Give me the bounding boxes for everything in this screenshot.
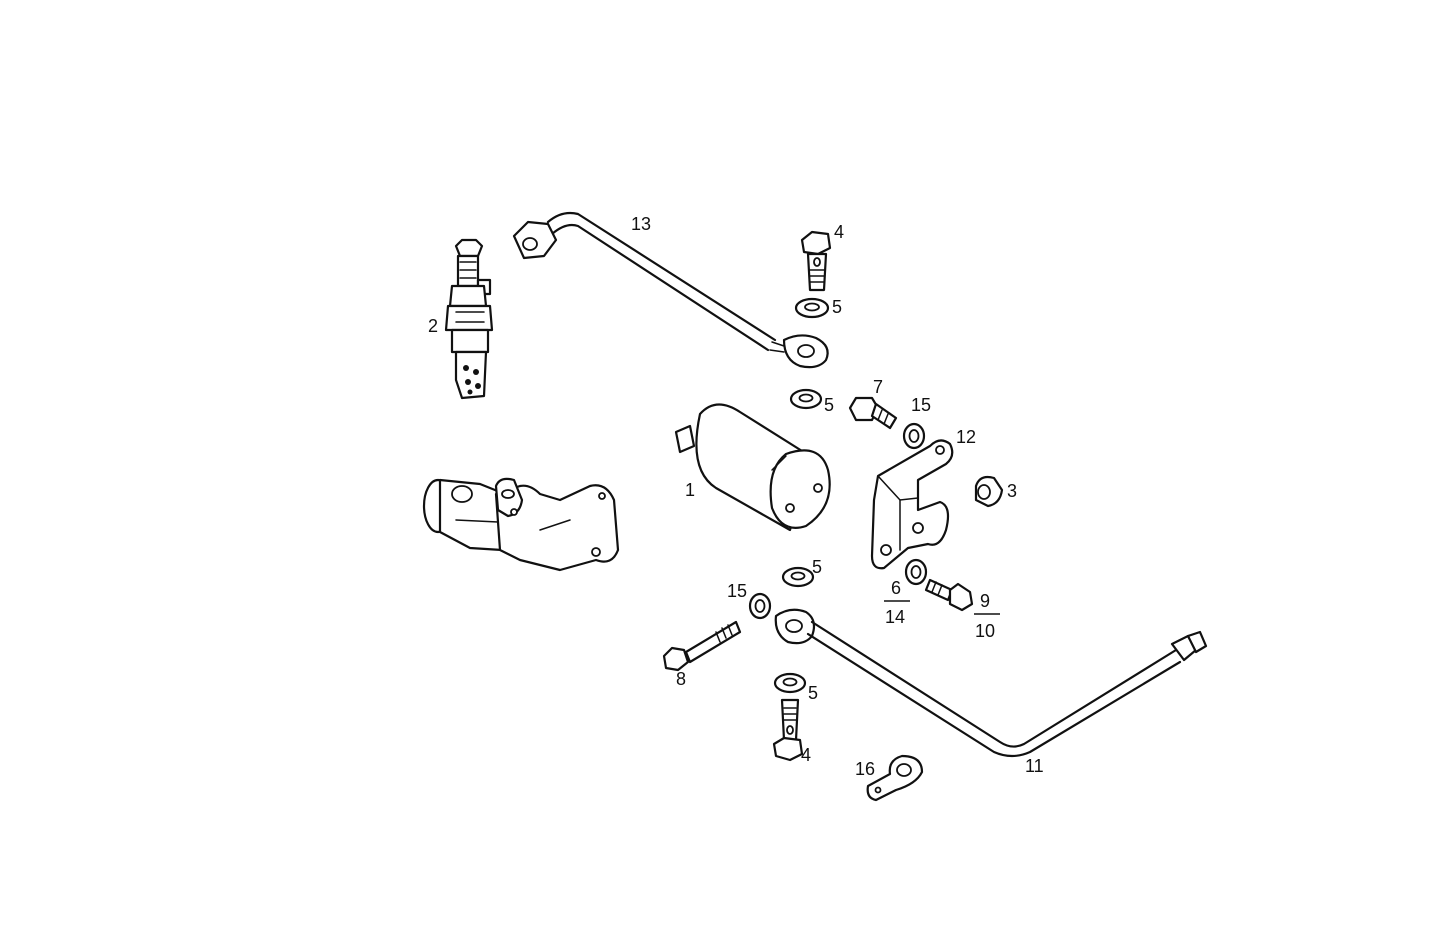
part-16-clip <box>866 754 924 802</box>
callout-3: 3 <box>1007 481 1017 501</box>
part-13-upper-pipe <box>512 211 829 369</box>
part-9-10-bolt <box>924 578 974 612</box>
callout-12: 12 <box>956 427 976 447</box>
intake-elbow <box>422 477 620 572</box>
part-5-washer-b <box>789 388 823 410</box>
part-1-solenoid <box>674 403 831 532</box>
callout-5-a: 5 <box>832 297 842 317</box>
part-5-washer-d <box>773 672 807 694</box>
callout-6: 6 <box>891 578 901 598</box>
part-12-bracket <box>870 439 954 570</box>
part-15-washer-upper <box>902 422 926 450</box>
callout-9: 9 <box>980 591 990 611</box>
callout-14: 14 <box>885 607 905 627</box>
part-8-long-bolt <box>662 620 742 672</box>
part-11-lower-pipe <box>774 608 1208 758</box>
callout-5-b: 5 <box>824 395 834 415</box>
callout-10: 10 <box>975 621 995 641</box>
callout-4-top: 4 <box>834 222 844 242</box>
callout-labels: 1 2 3 4 4 5 5 5 5 6 14 7 8 9 10 11 12 13… <box>428 214 1044 779</box>
callout-11: 11 <box>1025 756 1044 776</box>
part-4-banjo-bolt-bottom <box>772 698 804 762</box>
part-2-injector <box>444 238 494 400</box>
callout-1: 1 <box>685 480 695 500</box>
part-5-washer-a <box>794 297 830 319</box>
callout-4-bottom: 4 <box>801 745 811 765</box>
callout-5-d: 5 <box>808 683 818 703</box>
callout-8: 8 <box>676 669 686 689</box>
part-4-banjo-bolt-top <box>800 230 832 292</box>
callout-7: 7 <box>873 377 883 397</box>
callout-2: 2 <box>428 316 438 336</box>
callout-5-c: 5 <box>812 557 822 577</box>
part-6-14-washer <box>904 558 928 586</box>
callout-13: 13 <box>631 214 651 234</box>
part-15-washer-lower <box>748 592 772 620</box>
part-3-bushing <box>974 475 1004 508</box>
part-7-bolt <box>848 396 898 430</box>
callout-15-b: 15 <box>727 581 747 601</box>
part-5-washer-c <box>781 566 815 588</box>
callout-15-a: 15 <box>911 395 931 415</box>
callout-16: 16 <box>855 759 875 779</box>
